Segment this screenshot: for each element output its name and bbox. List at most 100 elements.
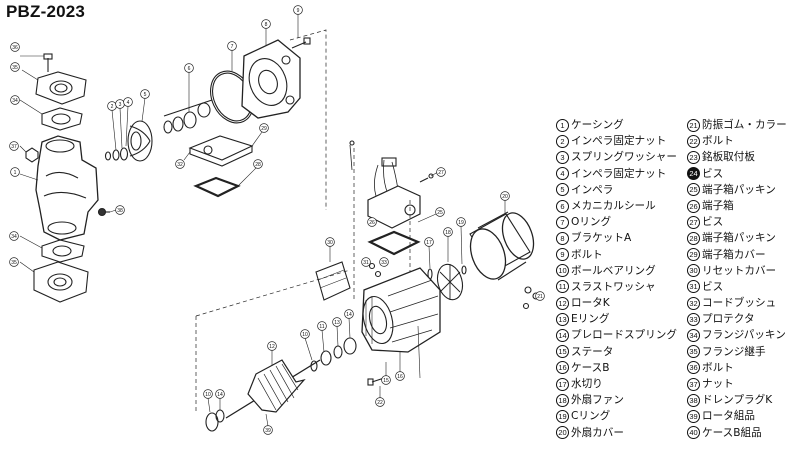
part-name: ケーシング [571, 119, 624, 131]
svg-text:18: 18 [445, 230, 451, 236]
part-name: 外扇カバー [571, 426, 624, 439]
callout-9: 9 [293, 5, 303, 15]
fan-cover-drawing [427, 200, 540, 310]
callout-35: 35 [10, 62, 20, 72]
svg-text:36: 36 [12, 45, 18, 51]
svg-text:10: 10 [302, 332, 308, 338]
callout-21: 21 [535, 291, 545, 301]
part-name: 銘板取付板 [702, 151, 755, 164]
part-number-badge: 39 [687, 409, 700, 423]
callout-30: 30 [325, 237, 335, 247]
part-name: Eリング [571, 313, 610, 326]
svg-text:16: 16 [397, 374, 403, 380]
svg-text:11: 11 [319, 324, 324, 330]
svg-text:34: 34 [11, 234, 17, 240]
svg-text:10: 10 [205, 392, 211, 398]
callout-2: 2 [107, 101, 117, 111]
callout-35-lower: 35 [9, 257, 19, 267]
part-number-badge: 22 [687, 134, 700, 148]
part-number-badge: 29 [687, 248, 700, 262]
part-name: プレロードスプリング [571, 329, 677, 342]
part-number-badge: 12 [556, 296, 569, 310]
svg-text:19: 19 [458, 220, 464, 226]
part-name: メカニカルシール [571, 199, 656, 212]
part-number-badge: 25 [687, 183, 700, 197]
part-number-badge: 14 [556, 329, 569, 343]
part-name: 端子箱カバー [702, 248, 766, 261]
part-number-badge: 26 [687, 199, 700, 213]
part-number-badge: 40 [687, 426, 700, 440]
part-name: ボールベアリング [571, 264, 656, 277]
callout-38: 38 [115, 205, 125, 215]
part-number-badge: 20 [556, 426, 569, 440]
terminal-cover-drawing [183, 131, 263, 198]
part-number-badge: 3 [556, 150, 569, 164]
part-number-badge: 1 [556, 118, 569, 132]
bracket-drawing [210, 14, 327, 210]
callout-3: 3 [115, 99, 125, 109]
svg-text:6: 6 [188, 66, 191, 72]
part-name: ケースB組品 [702, 426, 762, 439]
part-name: Cリング [571, 410, 611, 423]
part-number-badge: 38 [687, 393, 700, 407]
part-name: フランジ継手 [702, 345, 766, 358]
callout-10-lower: 10 [203, 389, 213, 399]
callout-10: 10 [300, 329, 310, 339]
part-name: 水切り [571, 378, 603, 390]
part-name: インペラ固定ナット [571, 167, 667, 180]
part-name: コードブッシュ [702, 297, 777, 310]
part-name: ステータ [571, 345, 614, 358]
callout-14-lower: 14 [215, 389, 225, 399]
callout-36: 36 [10, 42, 20, 52]
part-number-badge: 11 [556, 280, 569, 294]
svg-text:5: 5 [144, 92, 147, 98]
svg-text:27: 27 [438, 170, 444, 176]
svg-text:8: 8 [265, 22, 268, 28]
part-name: 外扇ファン [571, 394, 624, 407]
part-name: スラストワッシャ [571, 280, 656, 293]
svg-text:22: 22 [377, 400, 383, 406]
terminal-box-drawing [349, 140, 439, 300]
part-name: ドレンプラグK [702, 394, 773, 407]
callout-13: 13 [332, 317, 342, 327]
impeller-parts-drawing [104, 72, 213, 162]
svg-text:25: 25 [437, 210, 443, 216]
part-number-badge: 16 [556, 361, 569, 375]
callout-31: 31 [361, 257, 371, 267]
svg-text:15: 15 [383, 378, 389, 384]
part-name: ナット [702, 378, 734, 390]
part-number-badge: 7 [556, 215, 569, 229]
callout-26: 26 [367, 217, 377, 227]
part-number-badge: 13 [556, 312, 569, 326]
callout-27: 27 [436, 167, 446, 177]
svg-text:17: 17 [426, 240, 432, 246]
part-number-badge: 4 [556, 167, 569, 181]
callout-8: 8 [261, 19, 271, 29]
part-name: ビス [702, 280, 724, 293]
part-name: ロータK [571, 297, 610, 310]
svg-text:7: 7 [231, 44, 234, 50]
svg-text:29: 29 [261, 126, 267, 132]
part-number-badge: 6 [556, 199, 569, 213]
callout-4: 4 [123, 97, 133, 107]
